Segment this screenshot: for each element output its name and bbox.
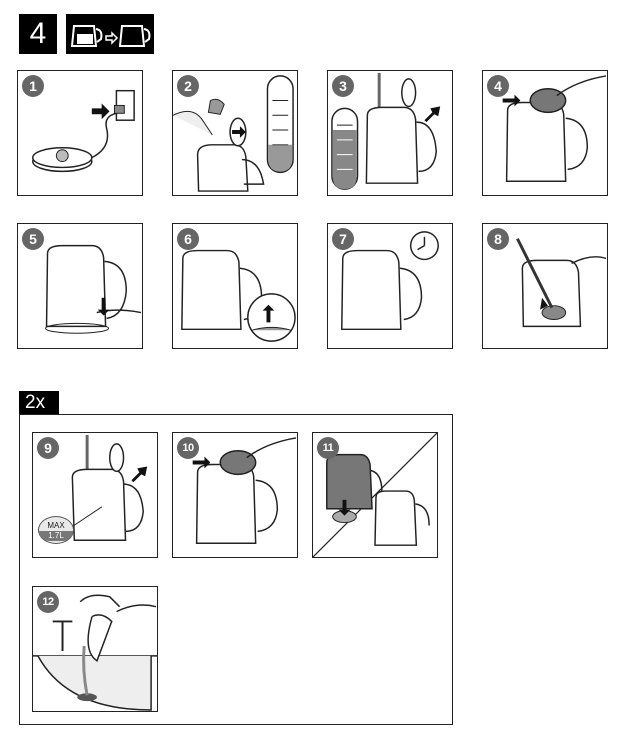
step-12-panel: 12 [32,586,158,712]
step-10-panel: 10 [172,432,298,558]
filter-clean-illustration [516,238,607,328]
kettle-descale-icon [66,14,154,54]
close-lid-illustration [192,437,297,544]
step-badge: 5 [22,228,44,250]
repeat-frame [19,414,453,725]
step-badge: 11 [317,437,339,459]
descaler-level-illustration [331,72,441,190]
step-1-panel: 1 [17,70,143,196]
max-level-label: MAX 1.7L [38,516,74,544]
step-badge: 7 [332,228,354,250]
step-9-panel: 9 MAX 1.7L [32,432,158,558]
step-badge: 3 [332,75,354,97]
step-badge: 6 [177,228,199,250]
step-badge: 8 [487,228,509,250]
step-3-panel: 3 [327,70,453,196]
step-badge: 12 [37,591,59,613]
switch-on-illustration [45,244,142,334]
step-badge: 1 [22,75,44,97]
section-number: 4 [19,14,57,54]
fill-kettle-illustration [173,75,294,192]
wait-timer-illustration [341,231,439,331]
rinse-kettle-illustration [33,594,157,711]
step-badge: 2 [177,75,199,97]
switch-off-illustration [181,249,296,342]
step-6-panel: 6 [172,223,298,349]
step-4-panel: 4 [482,70,608,196]
step-5-panel: 5 [17,223,143,349]
step-8-panel: 8 [482,223,608,349]
step-badge: 9 [37,437,59,459]
refill-water-illustration [71,434,148,542]
boil-and-empty-illustration [313,433,437,557]
step-2-panel: 2 [172,70,298,196]
base-plug-illustration [32,89,135,173]
step-7-panel: 7 [327,223,453,349]
step-badge: 4 [487,75,509,97]
close-lid-illustration [502,75,607,182]
step-badge: 10 [177,437,199,459]
repeat-tag: 2x [19,391,59,415]
step-11-panel: 11 [312,432,438,558]
